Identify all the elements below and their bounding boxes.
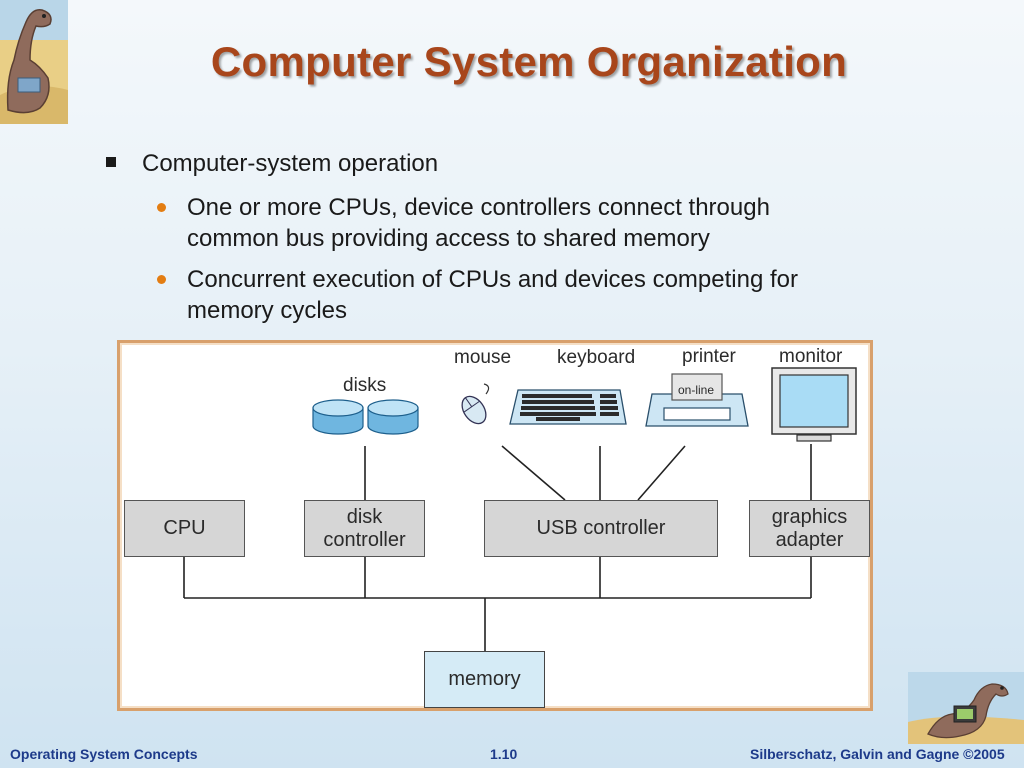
footer-page-number: 1.10 [490, 746, 518, 762]
dinosaur-logo-top-left [0, 0, 68, 124]
bullet-concurrent-line1: Concurrent execution of CPUs and devices… [187, 266, 798, 293]
keyboard-label: keyboard [557, 347, 636, 368]
keyboard-icon [509, 389, 627, 425]
mouse-label: mouse [454, 347, 512, 368]
monitor-icon [771, 367, 857, 442]
disk-controller-box: disk controller [304, 500, 425, 557]
usb-controller-box: USB controller [484, 500, 718, 557]
printer-label: printer [682, 346, 736, 367]
orange-dot-bullet-icon [157, 203, 166, 212]
dinosaur-logo-bottom-right [908, 672, 1024, 744]
footer-authors: Silberschatz, Galvin and Gagne ©2005 [750, 746, 1005, 762]
graphics-adapter-box: graphics adapter [749, 500, 870, 557]
disks-label: disks [343, 375, 387, 396]
bullet-cpus-line2: common bus providing access to shared me… [187, 225, 710, 252]
bullet-concurrent-line2: memory cycles [187, 297, 348, 324]
slide-title: Computer System Organization [210, 38, 848, 85]
square-bullet-icon [106, 157, 116, 167]
bullet-computer-system-operation: Computer-system operation [142, 150, 439, 177]
printer-online-label: on-line [678, 383, 715, 397]
disks-icon [312, 399, 419, 435]
monitor-label: monitor [779, 346, 843, 367]
orange-dot-bullet-icon [157, 275, 166, 284]
printer-icon [645, 373, 749, 427]
cpu-box: CPU [124, 500, 245, 557]
mouse-icon [461, 383, 490, 425]
footer-course-title: Operating System Concepts [10, 746, 198, 762]
bullet-cpus-line1: One or more CPUs, device controllers con… [187, 194, 770, 221]
memory-box: memory [424, 651, 545, 708]
